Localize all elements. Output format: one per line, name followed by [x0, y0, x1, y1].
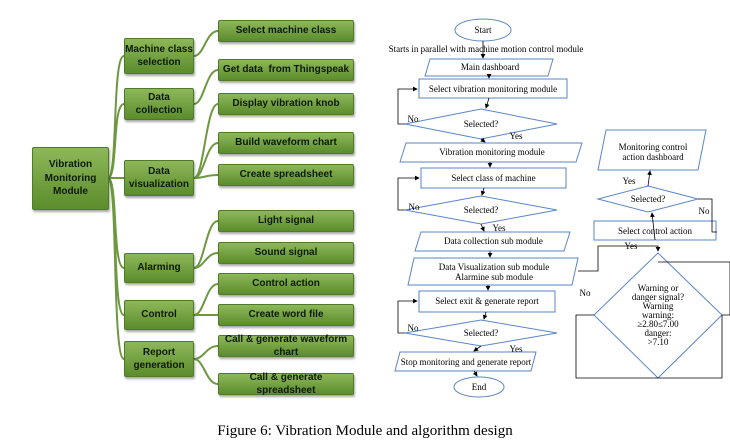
flowchart-arrows	[397, 41, 730, 379]
category-label: Control	[141, 309, 177, 321]
warning-line-3: Warning	[642, 301, 674, 311]
leaf-select-machine-class: Select machine class	[218, 20, 354, 42]
warning-line-6: danger:	[644, 328, 672, 338]
select-exit-box	[418, 290, 556, 313]
data-collection-shape	[414, 231, 571, 252]
data-vis-label-1: Data Visualization sub module	[438, 262, 550, 272]
leaf-control-action: Control action	[218, 273, 354, 295]
category-label: Report generation	[133, 346, 185, 372]
select-vibration-box	[418, 78, 568, 99]
decision-4-no: No	[698, 206, 710, 216]
category-label: Data visualization	[128, 165, 189, 191]
leaf-label: Call & generate spreadsheet	[249, 371, 323, 397]
decision-1-no: No	[407, 114, 419, 124]
end-terminal	[453, 376, 505, 398]
warning-line-7: >7.10	[647, 337, 669, 347]
category-data-visualization: Data visualization	[124, 160, 194, 196]
mindmap-connectors	[107, 30, 219, 385]
decision-2-label: Selected?	[463, 205, 499, 215]
category-report-generation: Report generation	[124, 341, 194, 377]
select-class-label: Select class of machine	[451, 173, 536, 183]
vibration-module-label: Vibration monitoring module	[439, 147, 545, 157]
data-collection-label: Data collection sub module	[444, 236, 543, 246]
leaf-waveform-chart: Build waveform chart	[218, 132, 354, 154]
control-dashboard-shape	[597, 129, 707, 171]
leaf-label: Call & generate waveform chart	[224, 333, 348, 359]
select-class-box	[420, 167, 567, 189]
main-dashboard-shape	[424, 58, 554, 77]
leaf-display-knob: Display vibration knob	[218, 93, 354, 115]
warning-line-2: danger signal?	[631, 292, 685, 302]
decision-3-label: Selected?	[463, 328, 499, 338]
category-label: Data collection	[135, 91, 183, 117]
data-vis-label-2: Alarmine sub module	[455, 272, 533, 282]
leaf-call-spreadsheet: Call & generate spreadsheet	[218, 371, 354, 397]
root-node-label: Vibration Monitoring Module	[44, 159, 97, 198]
stop-shape	[394, 351, 537, 372]
decision-3-no: No	[407, 323, 419, 333]
leaf-label: Build waveform chart	[235, 137, 337, 149]
figure-caption: Figure 6: Vibration Module and algorithm…	[217, 423, 513, 439]
leaf-label: Select machine class	[235, 25, 337, 37]
decision-4	[596, 185, 700, 213]
decision-2-yes: Yes	[492, 223, 506, 233]
category-control: Control	[124, 300, 194, 330]
leaf-light-signal: Light signal	[218, 210, 354, 232]
leaf-label: Display vibration knob	[232, 98, 340, 110]
control-dashboard-label-1: Monitoring control	[618, 142, 688, 152]
select-control-label: Select control action	[618, 226, 692, 236]
end-label: End	[471, 382, 487, 392]
main-dashboard-label: Main dashboard	[460, 62, 520, 72]
decision-4-yes: Yes	[622, 176, 636, 186]
control-dashboard-label-2: action dashboard	[622, 152, 684, 162]
decision-1-label: Selected?	[463, 119, 499, 129]
start-label: Start	[474, 25, 492, 35]
flowchart-shapes	[394, 18, 723, 398]
leaf-word-file: Create word file	[218, 304, 354, 326]
leaf-label: Control action	[252, 278, 320, 290]
select-exit-label: Select exit & generate report	[435, 296, 539, 306]
category-data-collection: Data collection	[124, 88, 194, 120]
leaf-label: Create spreadsheet	[239, 169, 333, 181]
leaf-label: Sound signal	[254, 247, 318, 259]
root-node: Vibration Monitoring Module	[32, 147, 109, 210]
parallel-note: Starts in parallel with machine motion c…	[388, 44, 584, 54]
category-label: Alarming	[137, 262, 181, 274]
category-label: Machine class selection	[125, 43, 193, 69]
warning-line-1: Warning or	[637, 283, 679, 293]
warning-line-4: warning:	[642, 310, 674, 320]
vibration-module-shape	[399, 142, 583, 163]
leaf-label: Light signal	[257, 215, 315, 227]
data-vis-shape	[407, 257, 579, 286]
decision-1-yes: Yes	[509, 131, 523, 141]
leaf-sound-signal: Sound signal	[218, 242, 354, 264]
decision-2-no: No	[408, 202, 420, 212]
select-vibration-label: Select vibration monitoring module	[428, 84, 558, 94]
stop-label: Stop monitoring and generate report	[400, 357, 532, 367]
decision-3-yes: Yes	[509, 344, 523, 354]
leaf-label: Create word file	[248, 309, 324, 321]
warning-no: No	[579, 288, 591, 298]
leaf-call-waveform: Call & generate waveform chart	[218, 333, 354, 359]
leaf-get-data: Get data from Thingspeak	[218, 59, 354, 81]
leaf-label: Get data from Thingspeak	[222, 64, 350, 76]
leaf-spreadsheet: Create spreadsheet	[218, 164, 354, 186]
decision-4-label: Selected?	[630, 194, 666, 204]
category-alarming: Alarming	[124, 253, 194, 283]
warning-yes: Yes	[624, 241, 638, 251]
category-machine-class: Machine class selection	[124, 38, 194, 74]
warning-line-5: ≥2.80≤7.00	[637, 319, 679, 329]
